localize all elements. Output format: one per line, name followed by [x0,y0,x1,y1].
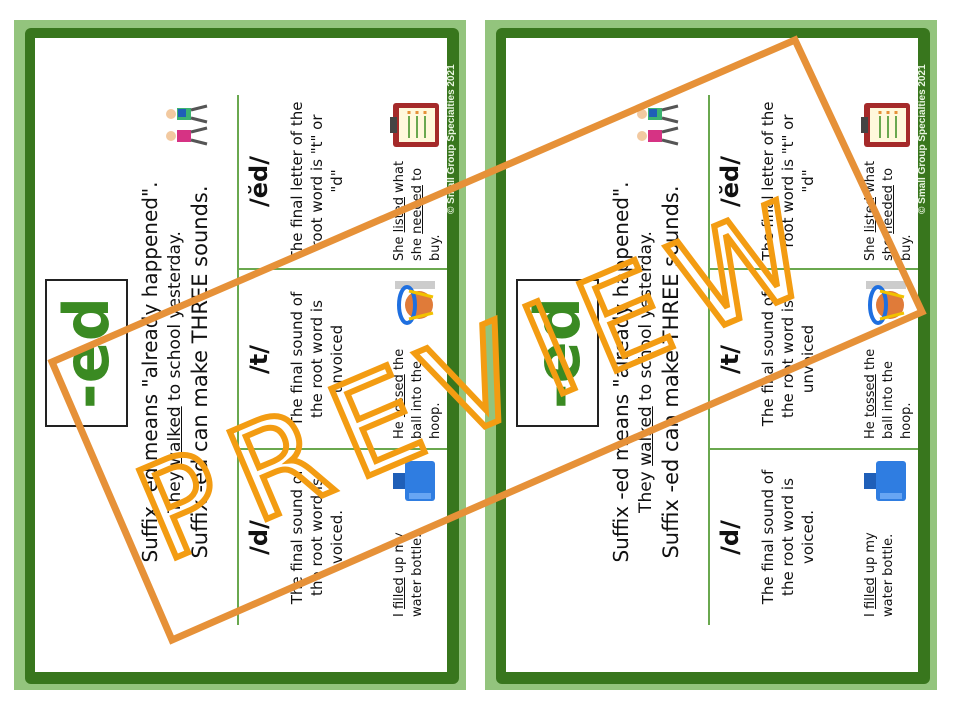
sound-column: /t/The final sound of the root word is u… [241,272,447,447]
water-bottle-icon [389,455,441,507]
sound-column: /t/The final sound of the root word is u… [712,272,918,447]
kids-walking-icon [634,100,682,150]
basketball-hoop-icon [860,277,912,329]
watermark-frame [47,35,927,645]
kids-walking-icon [163,100,211,150]
watermark-text: PREVIEW [117,166,847,591]
clipboard-list-icon [860,99,912,151]
water-bottle-icon [860,455,912,507]
basketball-hoop-icon [389,277,441,329]
sound-column: /ĕd/The final letter of the root word is… [241,94,447,269]
clipboard-list-icon [389,99,441,151]
sound-column: /d/The final sound of the root word is v… [241,450,447,625]
sound-column: /d/The final sound of the root word is v… [712,450,918,625]
sound-column: /ĕd/The final letter of the root word is… [712,94,918,269]
